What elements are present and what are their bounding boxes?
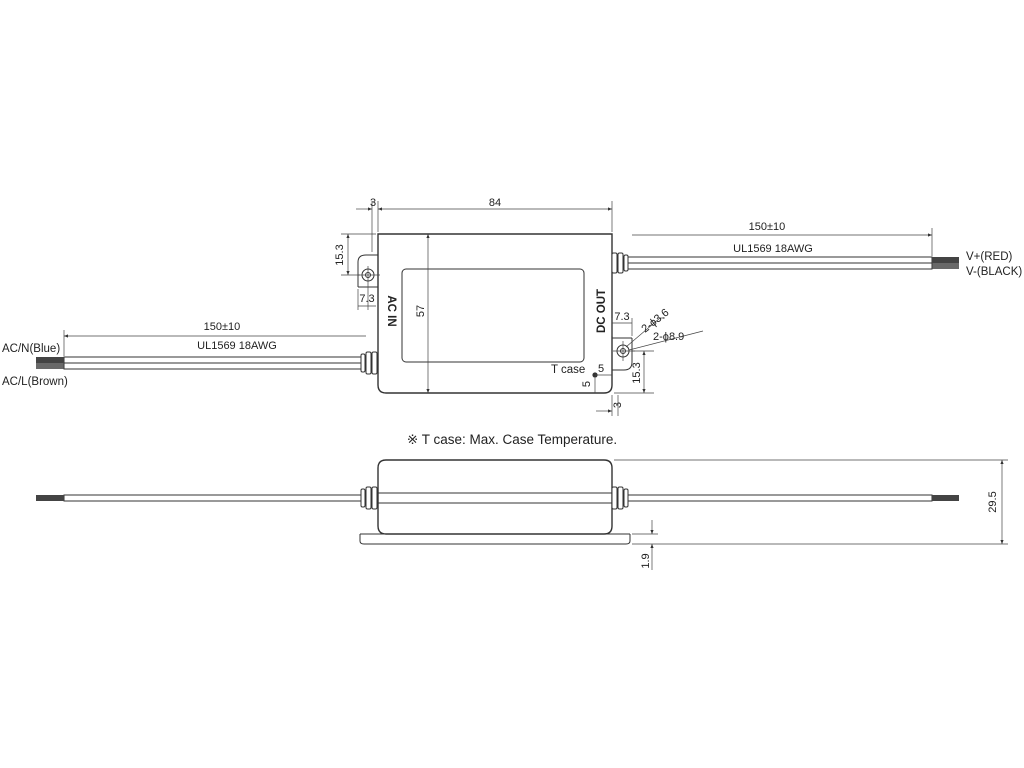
dimension-input-wire-length: 150±10 UL1569 18AWG	[63, 321, 366, 356]
dc-out-label: DC OUT	[596, 289, 608, 333]
dimension-hole-height-left: 15.3	[334, 233, 376, 276]
dim-input-wire-length-label: 150±10	[204, 321, 241, 333]
dimension-case-length: 84	[377, 197, 613, 232]
ac-in-label: AC IN	[385, 295, 397, 326]
hole-large-dia-label: 2-ϕ8.9	[653, 331, 684, 343]
dim-hole-offset-left-label: 7.3	[359, 293, 374, 305]
dim-output-wire-length-label: 150±10	[749, 221, 786, 233]
dim-hole-offset-right-label: 7.3	[614, 311, 629, 323]
tcase-dim-y-label: 5	[581, 381, 593, 387]
ac-line-label: AC/L(Brown)	[2, 376, 68, 388]
input-wire-spec-label: UL1569 18AWG	[197, 340, 277, 352]
dimension-flange-left: 3	[356, 197, 376, 252]
side-output-wire	[611, 486, 959, 510]
tcase-dim-x-label: 5	[598, 363, 604, 375]
case-body-top	[357, 233, 633, 394]
output-wire-spec-label: UL1569 18AWG	[733, 243, 813, 255]
input-wires	[36, 351, 378, 375]
dimension-hole-height-right: 15.3	[614, 350, 654, 394]
dim-total-height-label: 29.5	[987, 491, 999, 512]
dim-case-length-label: 84	[489, 197, 501, 209]
tcase-note: ※ T case: Max. Case Temperature.	[407, 432, 617, 447]
dim-flange-right-label: 3	[612, 402, 624, 408]
dimension-flange-thickness: 1.9	[632, 520, 658, 570]
dimension-hole-offset-right: 7.3	[611, 311, 633, 336]
tcase-label: T case	[551, 364, 585, 376]
tcase-marker: T case 5 5	[551, 363, 612, 393]
dimension-case-height: 57	[415, 234, 430, 393]
dim-hole-height-right-label: 15.3	[631, 362, 643, 383]
ac-neutral-label: AC/N(Blue)	[2, 343, 60, 355]
side-view: 29.5 1.9	[36, 459, 1008, 570]
dimension-flange-right: 3	[596, 395, 624, 416]
top-view: 84 3 15.3 7.3 57 AC IN DC OUT	[2, 197, 1022, 416]
dim-flange-left-label: 3	[370, 197, 376, 209]
dim-flange-thickness-label: 1.9	[640, 553, 652, 568]
v-negative-label: V-(BLACK)	[966, 266, 1022, 278]
dim-case-height-label: 57	[415, 305, 427, 317]
hole-diameter-leaders: 2-ϕ3.6 2-ϕ8.9	[625, 307, 704, 351]
side-input-wire	[36, 486, 378, 510]
v-positive-label: V+(RED)	[966, 251, 1012, 263]
mounting-hole-right	[613, 341, 635, 361]
mounting-hole-left	[358, 266, 380, 284]
dimension-hole-offset-left: 7.3	[357, 284, 376, 310]
output-wires	[611, 252, 959, 274]
dimension-output-wire-length: 150±10 UL1569 18AWG	[632, 221, 933, 256]
dim-hole-height-left-label: 15.3	[334, 244, 346, 265]
dimension-total-height: 29.5	[614, 459, 1008, 545]
